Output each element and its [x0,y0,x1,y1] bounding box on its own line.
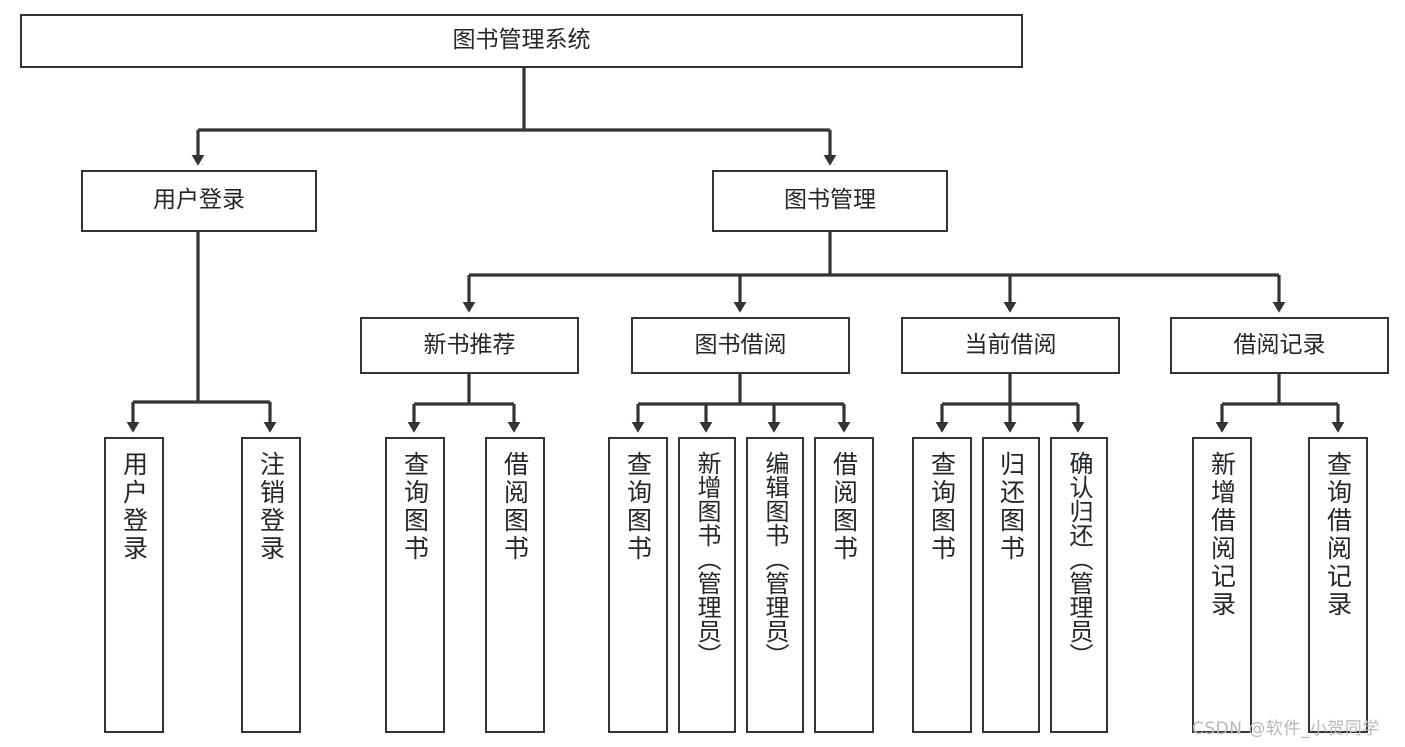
leaf-user-login[interactable]: 用户登录 [104,437,164,733]
leaf-user-login-label: 用户登录 [119,451,149,563]
leaf-borrow-book-1[interactable]: 借阅图书 [485,437,545,733]
node-new-book-recommend[interactable]: 新书推荐 [360,317,579,374]
node-user-login-label: 用户登录 [153,187,245,214]
node-borrow-record[interactable]: 借阅记录 [1170,317,1389,374]
leaf-add-book[interactable]: 新增图书（管理员） [678,437,736,733]
leaf-return-book[interactable]: 归还图书 [982,437,1040,733]
leaf-add-book-label: 新增图书（管理员） [693,451,721,667]
leaf-confirm-return[interactable]: 确认归还（管理员） [1050,437,1108,733]
node-book-manage-label: 图书管理 [784,187,876,214]
leaf-query-book-1-label: 查询图书 [400,451,430,563]
leaf-query-record[interactable]: 查询借阅记录 [1308,437,1368,733]
leaf-query-book-2[interactable]: 查询图书 [608,437,668,733]
node-root-label: 图书管理系统 [452,27,591,54]
node-book-manage[interactable]: 图书管理 [712,170,948,232]
leaf-add-record-label: 新增借阅记录 [1207,451,1237,619]
node-book-borrow[interactable]: 图书借阅 [631,317,850,374]
leaf-borrow-book-2-label: 借阅图书 [829,451,859,563]
leaf-confirm-return-label: 确认归还（管理员） [1065,451,1093,667]
leaf-query-record-label: 查询借阅记录 [1323,451,1353,619]
leaf-query-book-3[interactable]: 查询图书 [912,437,972,733]
node-current-borrow[interactable]: 当前借阅 [901,317,1120,374]
leaf-borrow-book-1-label: 借阅图书 [500,451,530,563]
leaf-edit-book-label: 编辑图书（管理员） [761,451,789,667]
leaf-add-record[interactable]: 新增借阅记录 [1192,437,1252,733]
leaf-query-book-3-label: 查询图书 [927,451,957,563]
node-book-borrow-label: 图书借阅 [694,331,787,358]
leaf-borrow-book-2[interactable]: 借阅图书 [814,437,874,733]
leaf-return-book-label: 归还图书 [996,451,1026,563]
leaf-edit-book[interactable]: 编辑图书（管理员） [746,437,804,733]
node-root[interactable]: 图书管理系统 [20,14,1023,68]
node-new-book-recommend-label: 新书推荐 [423,331,516,358]
leaf-user-logout-label: 注销登录 [256,451,286,563]
leaf-query-book-2-label: 查询图书 [623,451,653,563]
leaf-user-logout[interactable]: 注销登录 [241,437,301,733]
node-user-login[interactable]: 用户登录 [81,170,317,232]
csdn-watermark: CSDN @软件_小贺同学 [1192,719,1380,739]
leaf-query-book-1[interactable]: 查询图书 [385,437,445,733]
node-current-borrow-label: 当前借阅 [964,331,1057,358]
node-borrow-record-label: 借阅记录 [1233,331,1326,358]
